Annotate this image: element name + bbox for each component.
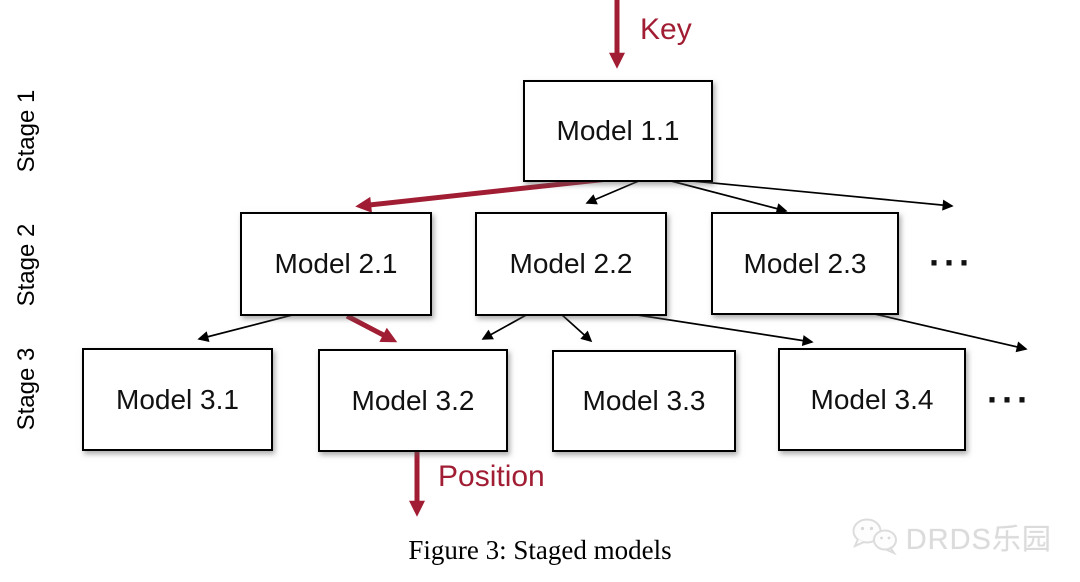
arrow-model21-model31 (197, 313, 297, 343)
stage-2-label: Stage 2 (13, 223, 40, 307)
arrow-model22-model32 (481, 313, 529, 340)
key-annotation-label: Key (640, 13, 692, 46)
position-annotation-label: Position (438, 460, 545, 493)
arrow-model11-model23 (670, 180, 788, 214)
watermark-text: DRDS乐园 (905, 524, 1052, 556)
node-model-2-1: Model 2.1 (240, 212, 432, 316)
arrow-model22-model34 (630, 313, 814, 347)
arrow-model11-model22 (585, 179, 642, 205)
node-model-2-3: Model 2.3 (711, 212, 899, 315)
stage-1-label: Stage 1 (13, 89, 40, 173)
figure-caption: Figure 3: Staged models (408, 535, 672, 565)
node-model-2-2: Model 2.2 (475, 212, 667, 316)
stage-3-label: Stage 3 (13, 347, 40, 431)
wechat-icon (851, 518, 899, 556)
arrow-model11-model21-red (355, 176, 609, 213)
arrow-model21-model32-red (345, 313, 398, 343)
arrow-model22-model33 (560, 313, 593, 343)
node-model-3-1: Model 3.1 (82, 348, 273, 451)
stage-2-ellipsis: ··· (929, 242, 974, 283)
watermark: DRDS乐园 (851, 516, 1052, 558)
node-model-1-1: Model 1.1 (523, 80, 713, 182)
stage-3-ellipsis: ··· (987, 379, 1032, 420)
node-model-3-2: Model 3.2 (318, 349, 508, 452)
arrow-model11-more (681, 179, 954, 211)
node-model-3-3: Model 3.3 (552, 350, 736, 452)
node-model-3-4: Model 3.4 (778, 348, 966, 451)
arrow-model23-more (865, 311, 1028, 353)
